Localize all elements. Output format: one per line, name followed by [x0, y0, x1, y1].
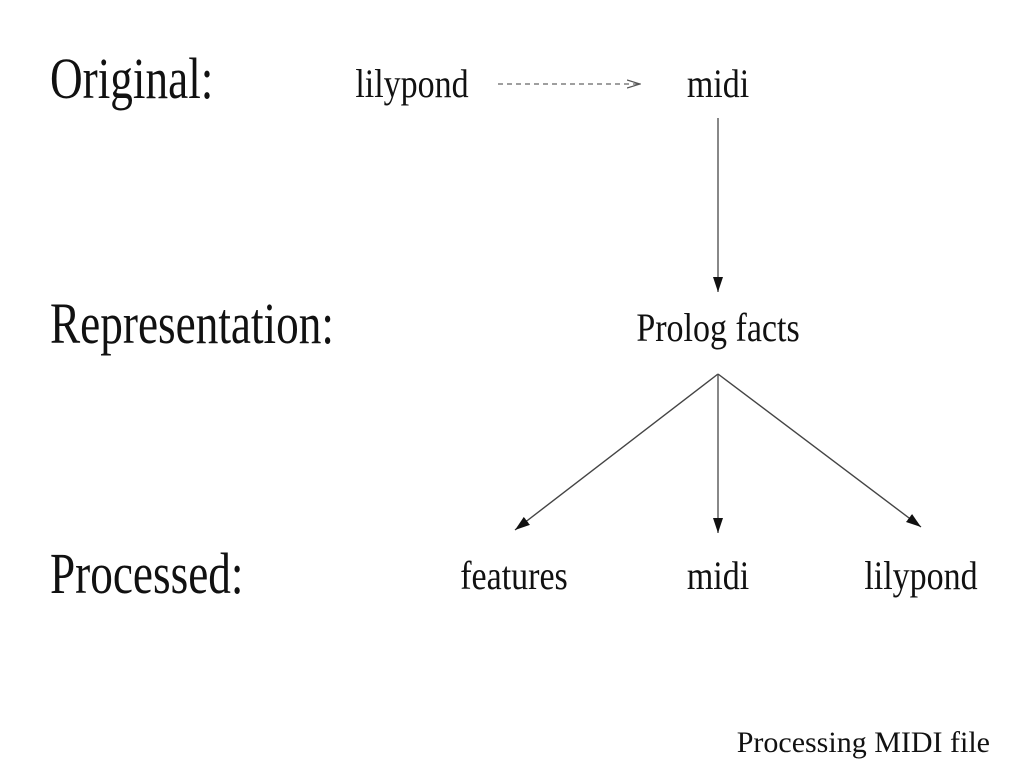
node-lilypond-output: lilypond	[864, 553, 978, 598]
node-prolog-facts: Prolog facts	[636, 305, 800, 350]
node-midi-source: midi	[686, 61, 750, 106]
row-label-representation: Representation:	[50, 291, 334, 356]
edge-prolog-to-features	[514, 373, 719, 531]
node-lilypond-source: lilypond	[355, 61, 469, 106]
edge-prolog-to-lilypond	[717, 373, 922, 528]
slide-caption: Processing MIDI file	[736, 726, 990, 759]
row-label-original: Original:	[50, 46, 214, 111]
node-features-output: features	[460, 553, 568, 598]
node-midi-output: midi	[686, 553, 750, 598]
row-label-processed: Processed:	[50, 541, 244, 606]
